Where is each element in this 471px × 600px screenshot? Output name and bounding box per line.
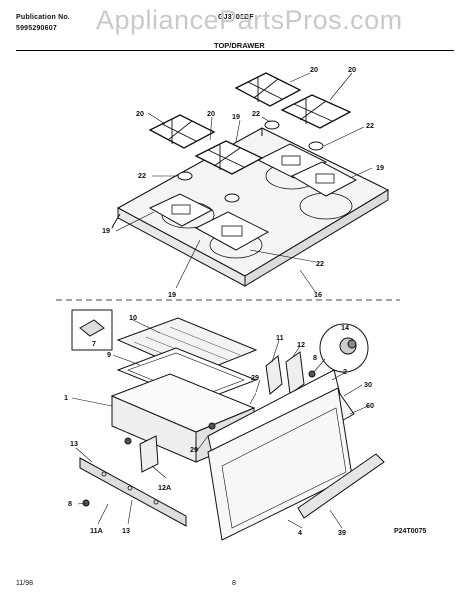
figure-code: P24T0075	[394, 528, 427, 535]
callout-19: 19	[102, 226, 110, 235]
screw	[124, 437, 132, 445]
model-number: GJ3702BF	[218, 14, 254, 21]
callout-10: 10	[129, 313, 137, 322]
maintop-lip	[111, 213, 121, 229]
callout-13: 13	[122, 526, 130, 535]
burner-cap	[264, 120, 280, 130]
screw	[308, 370, 316, 378]
drawer-bracket	[265, 355, 283, 395]
maintop-surface	[116, 127, 390, 277]
maintop-side-edge	[244, 189, 389, 287]
callout-19: 19	[232, 112, 240, 121]
grate	[148, 114, 216, 149]
burner-head	[194, 211, 270, 251]
callout-14: 14	[341, 323, 349, 332]
callout-8: 8	[68, 499, 72, 508]
leader-lines-bottom	[71, 318, 369, 529]
watermark: AppliancePartsPros.com	[96, 5, 403, 35]
burner-head	[148, 193, 214, 227]
callout-11: 11	[276, 333, 284, 342]
rail-bracket	[139, 435, 159, 473]
page-number: 8	[232, 580, 236, 587]
drawer-bracket	[285, 351, 305, 395]
publication-number: 5995290607	[16, 25, 57, 32]
header-rule	[16, 50, 454, 51]
callout-7: 7	[92, 339, 96, 348]
callout-13: 13	[70, 439, 78, 448]
grate	[194, 140, 264, 175]
callout-20: 20	[207, 109, 215, 118]
callout-4: 4	[298, 528, 302, 537]
callout-22: 22	[138, 171, 146, 180]
cooktop-assembly	[111, 72, 390, 294]
callout-22: 22	[366, 121, 374, 130]
callout-9: 9	[107, 350, 111, 359]
callout-11A: 11A	[90, 526, 103, 535]
drawer-assembly	[71, 309, 385, 541]
burner-cap	[177, 171, 193, 181]
burner-cap	[224, 193, 240, 203]
publication-label: Publication No.	[16, 14, 70, 21]
callout-22: 22	[252, 109, 260, 118]
callout-12A: 12A	[158, 483, 171, 492]
callout-12: 12	[297, 340, 305, 349]
drawer-handle	[297, 453, 385, 519]
callout-20: 20	[136, 109, 144, 118]
grate	[234, 72, 302, 107]
callout-39: 39	[338, 528, 346, 537]
callout-19: 19	[376, 163, 384, 172]
callout-29: 29	[190, 445, 198, 454]
callout-22: 22	[316, 259, 324, 268]
callout-29: 29	[251, 373, 259, 382]
grate	[280, 94, 352, 129]
callout-16: 16	[314, 290, 322, 299]
callout-1: 1	[64, 393, 68, 402]
callout-20: 20	[310, 65, 318, 74]
kit-part	[79, 319, 105, 337]
callout-19: 19	[168, 290, 176, 299]
callout-2: 2	[343, 367, 347, 376]
burner-cap	[308, 141, 324, 151]
callout-60: 60	[366, 401, 374, 410]
drawer-rail	[79, 457, 187, 527]
callout-20: 20	[348, 65, 356, 74]
burner-head	[290, 161, 358, 197]
section-title: TOP/DRAWER	[214, 41, 265, 50]
leader-lines-top	[115, 72, 373, 294]
footer-date: 11/98	[16, 580, 33, 587]
callout-30: 30	[364, 380, 372, 389]
callout-8: 8	[313, 353, 317, 362]
screw	[208, 422, 216, 430]
